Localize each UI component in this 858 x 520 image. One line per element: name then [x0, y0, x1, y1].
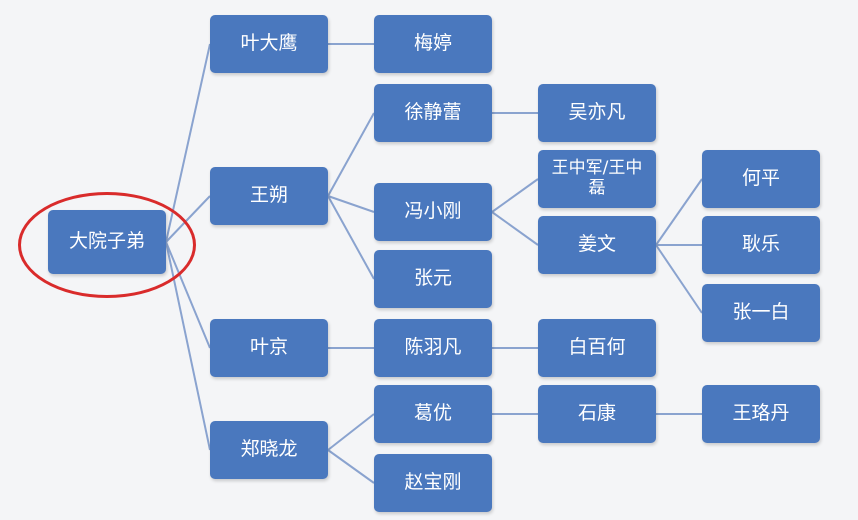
node-wang-shuo: 王朔 [210, 167, 328, 225]
connector-jiang_wen-zhang_yibai [655, 244, 703, 314]
node-ye-jing: 叶京 [210, 319, 328, 377]
connector-jiang_wen-he_ping [655, 178, 703, 246]
node-jiang-wen: 姜文 [538, 216, 656, 274]
connector-wang_shuo-feng_xiaogang [327, 195, 375, 213]
node-ge-you: 葛优 [374, 385, 492, 443]
connector-zheng_xiaolong-zhao_baogang [327, 449, 375, 484]
node-zhang-yuan: 张元 [374, 250, 492, 308]
node-he-ping: 何平 [702, 150, 820, 208]
node-feng-xiaogang: 冯小刚 [374, 183, 492, 241]
root-highlight-circle [18, 192, 196, 298]
connector-feng_xiaogang-wang_zhongjun_lei [491, 178, 539, 213]
node-ye-daying: 叶大鹰 [210, 15, 328, 73]
node-mei-ting: 梅婷 [374, 15, 492, 73]
node-root: 大院子弟 [48, 210, 166, 274]
node-chen-yufan: 陈羽凡 [374, 319, 492, 377]
connector-wang_shuo-xu_jinglei [327, 112, 375, 197]
node-wang-luodan: 王珞丹 [702, 385, 820, 443]
node-bai-baihe: 白百何 [538, 319, 656, 377]
node-wu-yifan: 吴亦凡 [538, 84, 656, 142]
connector-zheng_xiaolong-ge_you [327, 413, 375, 451]
node-zhao-baogang: 赵宝刚 [374, 454, 492, 512]
node-zhang-yibai: 张一白 [702, 284, 820, 342]
node-xu-jinglei: 徐静蕾 [374, 84, 492, 142]
node-geng-le: 耿乐 [702, 216, 820, 274]
connector-wang_shuo-zhang_yuan [327, 195, 375, 280]
node-zheng-xiaolong: 郑晓龙 [210, 421, 328, 479]
node-shi-kang: 石康 [538, 385, 656, 443]
connector-feng_xiaogang-jiang_wen [491, 211, 539, 246]
node-wang-zhongjun-zhonglei: 王中军/王中 磊 [538, 150, 656, 208]
